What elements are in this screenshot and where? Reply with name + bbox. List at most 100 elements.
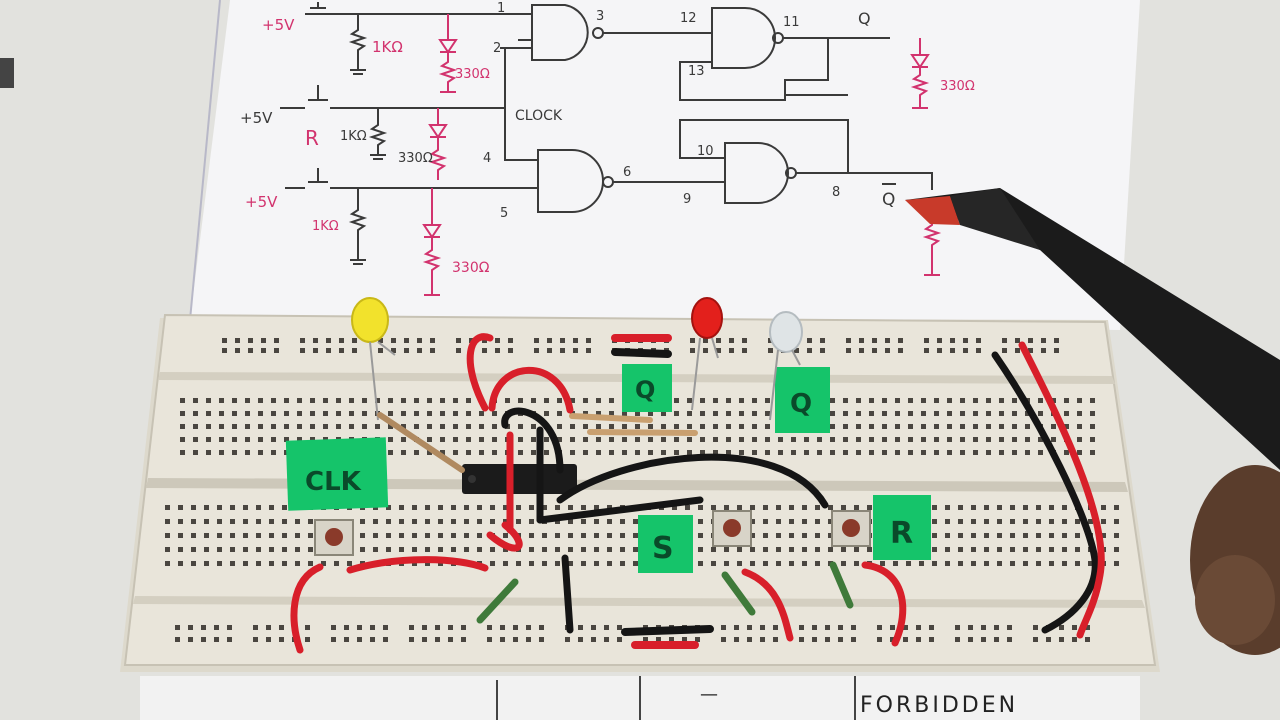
breadboard-hole (544, 437, 549, 442)
breadboard-hole (422, 637, 427, 642)
breadboard-hole (721, 625, 726, 630)
resistor-icon (476, 578, 519, 624)
breadboard-hole (802, 533, 807, 538)
breadboard-hole (204, 547, 209, 552)
breadboard-hole (799, 625, 804, 630)
breadboard-hole (724, 547, 729, 552)
breadboard-hole (388, 450, 393, 455)
breadboard-hole (308, 547, 313, 552)
breadboard-hole (968, 637, 973, 642)
breadboard-hole (838, 625, 843, 630)
breadboard-hole (999, 424, 1004, 429)
resistor-icon (377, 412, 465, 473)
breadboard-hole (867, 505, 872, 510)
breadboard-hole (191, 547, 196, 552)
breadboard-hole (882, 437, 887, 442)
breadboard-hole (739, 450, 744, 455)
breadboard-hole (698, 533, 703, 538)
breadboard-hole (266, 637, 271, 642)
breadboard-hole (295, 547, 300, 552)
breadboard-hole (633, 561, 638, 566)
breadboard-hole (464, 519, 469, 524)
breadboard-hole (417, 348, 422, 353)
breadboard-hole (960, 411, 965, 416)
breadboard-hole (373, 519, 378, 524)
breadboard-hole (648, 424, 653, 429)
breadboard-hole (856, 398, 861, 403)
resistor-label-1: 1KΩ (372, 38, 403, 56)
breadboard-hole (206, 398, 211, 403)
breadboard-hole (323, 411, 328, 416)
breadboard-hole (300, 338, 305, 343)
breadboard-hole (503, 505, 508, 510)
breadboard-hole (529, 547, 534, 552)
breadboard-hole (373, 533, 378, 538)
breadboard-hole (386, 533, 391, 538)
breadboard-hole (698, 505, 703, 510)
breadboard-hole (544, 411, 549, 416)
breadboard-hole (828, 533, 833, 538)
breadboard-hole (326, 348, 331, 353)
breadboard-hole (804, 437, 809, 442)
breadboard-hole (245, 398, 250, 403)
breadboard-hole (508, 348, 513, 353)
breadboard-hole (802, 519, 807, 524)
breadboard-hole (976, 338, 981, 343)
breadboard-hole (391, 338, 396, 343)
resistor-icon (829, 561, 854, 609)
breadboard-hole (274, 348, 279, 353)
breadboard-hole (986, 411, 991, 416)
breadboard-hole (326, 338, 331, 343)
breadboard-hole (201, 637, 206, 642)
breadboard-hole (851, 637, 856, 642)
breadboard-hole (890, 637, 895, 642)
breadboard-hole (984, 561, 989, 566)
breadboard-hole (607, 561, 612, 566)
breadboard-hole (999, 450, 1004, 455)
breadboard-hole (815, 519, 820, 524)
breadboard-hole (856, 411, 861, 416)
breadboard-hole (256, 547, 261, 552)
breadboard-hole (399, 533, 404, 538)
breadboard-hole (955, 625, 960, 630)
breadboard-hole (529, 533, 534, 538)
breadboard-hole (690, 338, 695, 343)
breadboard-hole (217, 505, 222, 510)
breadboard-hole (932, 561, 937, 566)
breadboard-hole (235, 348, 240, 353)
jumper-wires (290, 333, 1105, 654)
breadboard-hole (854, 561, 859, 566)
breadboard-hole (516, 519, 521, 524)
breadboard-hole (451, 519, 456, 524)
breadboard-hole (916, 637, 921, 642)
breadboard-hole (222, 338, 227, 343)
breadboard-hole (1010, 505, 1015, 510)
breadboard-hole (869, 411, 874, 416)
breadboard-hole (555, 547, 560, 552)
breadboard-hole (1041, 348, 1046, 353)
breadboard-hole (573, 348, 578, 353)
breadboard-hole (984, 505, 989, 510)
breadboard-hole (843, 411, 848, 416)
breadboard-hole (1007, 637, 1012, 642)
resistor-label-2: 330Ω (455, 67, 490, 82)
breadboard-hole (557, 424, 562, 429)
tape-s-text: S (652, 531, 674, 566)
breadboard-hole (739, 411, 744, 416)
breadboard-hole (453, 398, 458, 403)
breadboard-hole (191, 561, 196, 566)
breadboard-hole (825, 625, 830, 630)
breadboard-hole (1049, 519, 1054, 524)
breadboard-hole (703, 348, 708, 353)
breadboard-hole (1038, 437, 1043, 442)
breadboard-hole (1075, 533, 1080, 538)
breadboard-hole (1038, 411, 1043, 416)
breadboard-hole (362, 424, 367, 429)
breadboard-hole (180, 411, 185, 416)
breadboard-hole (648, 450, 653, 455)
breadboard-hole (518, 424, 523, 429)
breadboard-hole (921, 450, 926, 455)
breadboard-hole (716, 338, 721, 343)
breadboard-hole (217, 533, 222, 538)
